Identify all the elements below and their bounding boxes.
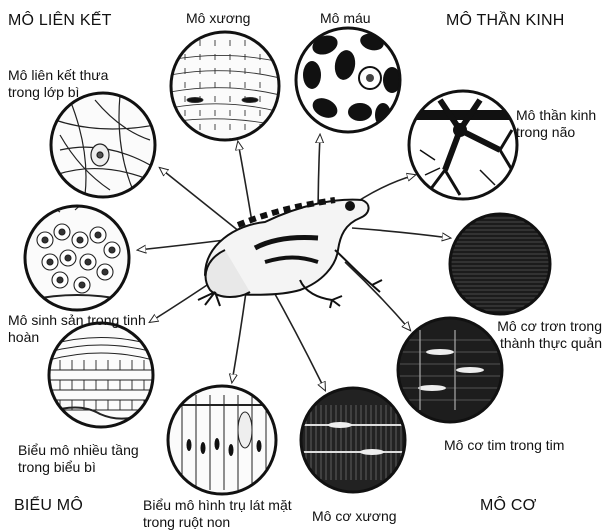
label-blood: Mô máu (320, 10, 371, 27)
label-stratified-epithelium: Biểu mô nhiều tầng trong biểu bì (18, 442, 146, 476)
circle-bone (170, 32, 280, 140)
circle-loose-connective (51, 93, 155, 197)
circle-reproductive (25, 204, 129, 310)
header-muscle-tissue: MÔ CƠ (480, 497, 537, 515)
arrow-loose-connective (160, 168, 240, 232)
frog-illustration (198, 200, 382, 308)
circle-smooth-muscle (450, 214, 550, 314)
header-epithelium: BIỂU MÔ (14, 497, 83, 515)
label-cardiac-muscle: Mô cơ tim trong tim (444, 437, 564, 454)
label-bone: Mô xương (186, 10, 250, 27)
arrow-reproductive (138, 240, 225, 250)
header-nervous-tissue: MÔ THẦN KINH (446, 12, 565, 30)
label-reproductive-testis: Mô sinh sản trong tinh hoàn (8, 312, 148, 346)
circle-columnar-epithelium (168, 386, 276, 494)
arrow-bone (238, 142, 252, 222)
arrow-smooth-muscle (352, 228, 450, 238)
arrow-cardiac (345, 262, 410, 330)
circle-nerve (409, 91, 520, 199)
label-skeletal-muscle: Mô cơ xương (312, 508, 397, 525)
arrow-skeletal (270, 285, 325, 390)
circle-blood (296, 28, 401, 132)
arrow-columnar (232, 292, 246, 382)
label-nerve-brain: Mô thần kinh trong não (516, 107, 601, 141)
circle-skeletal-muscle (301, 388, 405, 492)
label-smooth-muscle: Mô cơ trơn trong thành thực quản (470, 318, 602, 352)
header-connective-tissue: MÔ LIÊN KẾT (8, 12, 112, 30)
label-loose-connective: Mô liên kết thưa trong lớp bì (8, 67, 138, 101)
label-columnar-epithelium: Biểu mô hình trụ lát mặt trong ruột non (143, 497, 298, 531)
